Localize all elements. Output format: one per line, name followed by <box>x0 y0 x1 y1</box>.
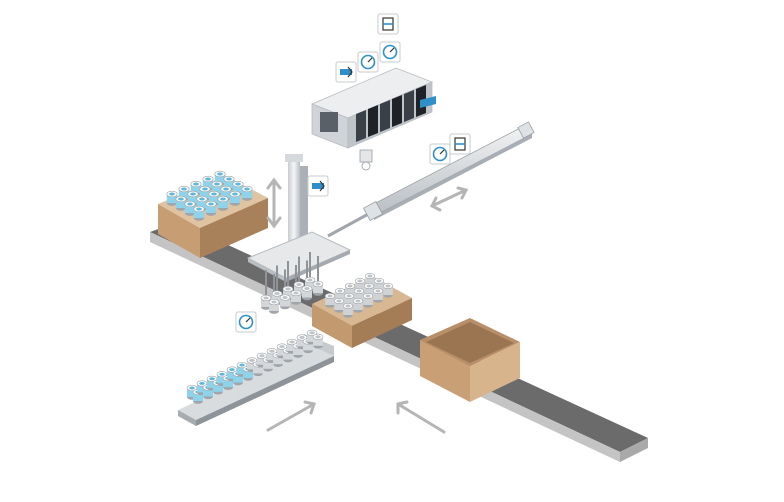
valve-slice <box>404 90 414 122</box>
cup <box>268 298 280 314</box>
cup <box>279 294 291 310</box>
cup <box>333 298 345 313</box>
conveyor-top <box>150 222 648 452</box>
cup <box>290 289 302 305</box>
slide-unit-icon <box>449 133 471 155</box>
cup-grid-left <box>166 170 253 221</box>
cup <box>241 185 253 201</box>
valve-slices <box>356 85 426 142</box>
horizontal-arm <box>327 121 535 238</box>
cup <box>196 380 208 396</box>
function-icons <box>235 13 471 333</box>
cylinder-icon <box>307 175 329 197</box>
cup <box>324 293 336 308</box>
cup <box>226 366 238 382</box>
valve-slice <box>368 105 378 137</box>
conveyor-belt <box>150 222 648 462</box>
cup <box>382 283 394 298</box>
feed-arrow-right <box>396 400 446 434</box>
valve-slice <box>356 110 366 142</box>
speed-gauge-icon <box>379 41 401 63</box>
cup <box>184 200 196 216</box>
cup <box>352 298 364 313</box>
motion-arrows <box>266 177 469 434</box>
speed-gauge-icon <box>357 51 379 73</box>
valve-slice <box>392 95 402 127</box>
cup <box>205 200 217 216</box>
cup-grid-middle <box>324 273 394 318</box>
cup <box>301 285 313 301</box>
conveyor-side <box>150 232 620 462</box>
vacuum-gripper-icon <box>235 311 257 333</box>
cup <box>271 290 283 306</box>
picked-cups <box>260 276 324 314</box>
cup <box>362 293 374 308</box>
cup <box>372 288 384 303</box>
valve-slice <box>380 100 390 132</box>
control-valve-icon <box>377 13 399 35</box>
cup-magazine <box>178 329 334 426</box>
valve-terminal <box>310 67 436 171</box>
vertical-lift-axis <box>285 154 308 258</box>
cup <box>175 195 187 211</box>
cup <box>229 190 241 206</box>
cup <box>312 333 324 349</box>
cup <box>312 280 324 296</box>
cup <box>342 303 354 318</box>
cup <box>217 195 229 211</box>
horizontal-motion-arrow <box>429 186 469 212</box>
feed-arrow-left <box>266 400 316 432</box>
vertical-motion-arrow <box>266 177 282 229</box>
filled-box-left <box>158 170 268 258</box>
linear-drive-icon <box>335 61 357 83</box>
filled-box-middle <box>312 273 412 348</box>
speed-gauge-icon <box>429 143 451 165</box>
conveyor-end <box>620 438 648 462</box>
cup <box>193 205 205 221</box>
cup <box>260 294 272 310</box>
empty-box-right <box>420 318 520 402</box>
cup <box>166 190 178 206</box>
cup-row-magazine <box>186 329 324 404</box>
